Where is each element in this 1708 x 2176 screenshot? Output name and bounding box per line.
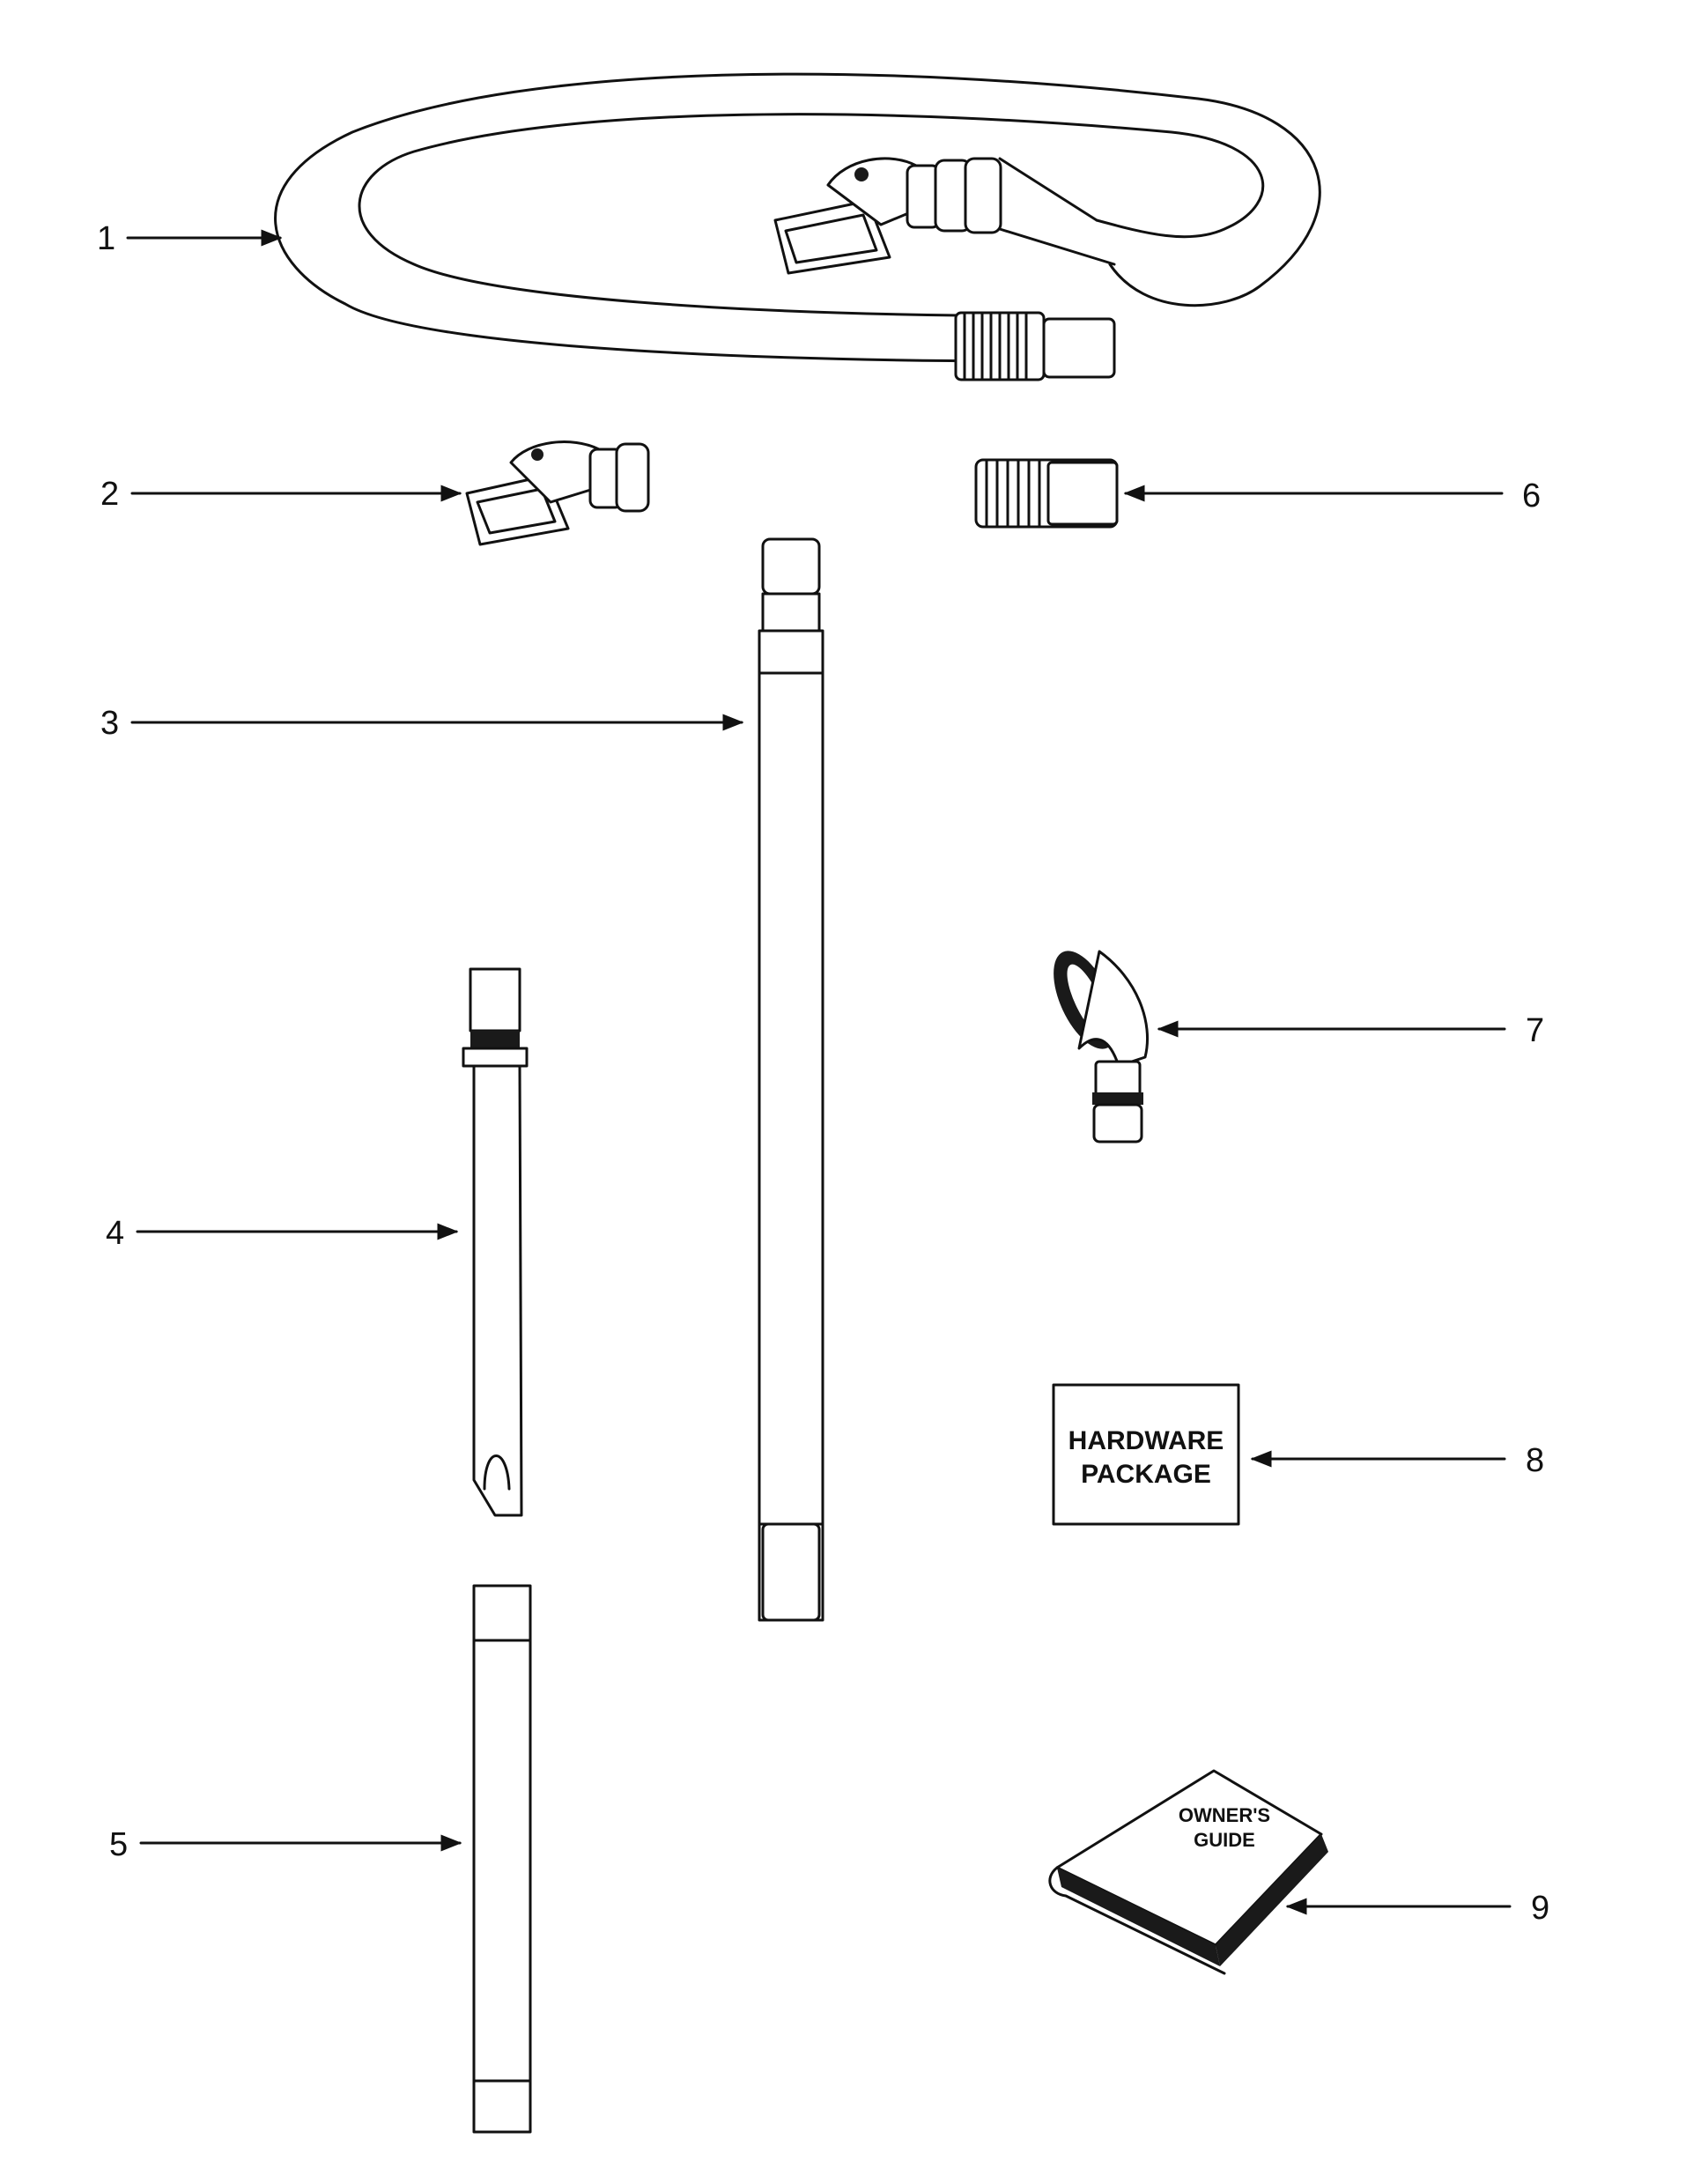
- owners-guide-icon: OWNER'S GUIDE: [1048, 1769, 1328, 1975]
- extension-wand-icon: [758, 537, 824, 1622]
- elbow-nozzle-icon: [1054, 950, 1150, 1144]
- callout-number: 6: [1522, 477, 1541, 514]
- callout-number: 8: [1526, 1442, 1544, 1479]
- owners-guide-line-2: GUIDE: [1194, 1829, 1255, 1851]
- hose-swivel-handle-icon: [465, 440, 650, 546]
- callout-2: 2: [100, 476, 462, 513]
- hardware-package-icon: HARDWARE PACKAGE: [1052, 1383, 1240, 1526]
- hardware-package-line-2: PACKAGE: [1081, 1460, 1211, 1489]
- callout-3: 3: [100, 705, 744, 742]
- straight-wand-icon: [472, 1584, 532, 2134]
- callout-6: 6: [1123, 477, 1541, 514]
- callout-number: 5: [109, 1826, 128, 1863]
- callout-number: 9: [1531, 1890, 1549, 1927]
- hardware-package-line-1: HARDWARE: [1068, 1426, 1224, 1455]
- callout-1: 1: [97, 220, 283, 257]
- callout-7: 7: [1157, 1012, 1544, 1049]
- crevice-tool-icon: [462, 967, 529, 1517]
- hose-assembly-icon: [274, 72, 1321, 381]
- callout-number: 7: [1526, 1012, 1544, 1049]
- callout-4: 4: [106, 1215, 459, 1252]
- callout-number: 1: [97, 220, 115, 257]
- callout-8: 8: [1250, 1442, 1544, 1479]
- owners-guide-line-1: OWNER'S: [1179, 1804, 1270, 1826]
- callout-9: 9: [1285, 1890, 1549, 1927]
- callout-number: 4: [106, 1215, 124, 1252]
- callout-5: 5: [109, 1826, 462, 1863]
- hose-cuff-icon: [974, 458, 1119, 529]
- callout-number: 3: [100, 705, 119, 742]
- callout-number: 2: [100, 476, 119, 513]
